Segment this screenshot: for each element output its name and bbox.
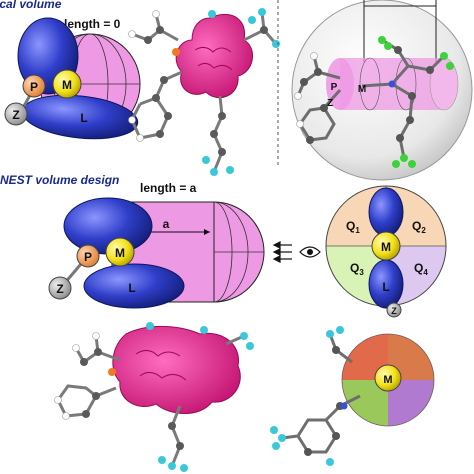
tr-p-label: P	[331, 82, 338, 93]
spherical-schematic: Spherical volume length = 0 Z P M L	[0, 0, 141, 140]
tr-m-label: M	[358, 84, 366, 95]
sphere-cylinder-molecule: P M Z	[291, 0, 473, 181]
q-z-label: Z	[391, 306, 397, 316]
arrow-left-icon	[272, 241, 292, 263]
m-label: M	[62, 78, 72, 92]
q-l-label: L	[382, 280, 389, 294]
q1-label: Q1	[346, 219, 360, 235]
q4-label: Q4	[414, 261, 428, 277]
q3-label: Q3	[350, 261, 364, 277]
nest-m-label: M	[115, 246, 125, 260]
view-direction	[272, 241, 321, 263]
p-atom	[22, 74, 46, 98]
q-m-label: M	[381, 240, 391, 254]
molecule-surface-top	[128, 8, 280, 176]
tr-z-label: Z	[327, 98, 333, 109]
distance-label: a	[163, 217, 170, 231]
metal-atom	[52, 69, 82, 99]
z-label: Z	[12, 108, 19, 122]
heading-spherical: Spherical volume	[0, 0, 62, 11]
nest-p-label: P	[84, 250, 92, 264]
length-label-nest: length = a	[140, 181, 197, 195]
nest-ligand-lower	[83, 263, 185, 309]
molecule-quadrant-sphere: M	[270, 326, 435, 466]
heading-nest: NEST volume design	[0, 173, 119, 187]
q2-label: Q2	[412, 219, 426, 235]
nest-metal-atom	[105, 237, 135, 267]
nest-schematic: NEST volume design length = a a Z P M L	[0, 173, 265, 309]
length-label-top: length = 0	[64, 17, 121, 31]
nest-l-label: L	[128, 281, 135, 295]
quadrant-disc: M L Z Q1 Q2 Q3 Q4	[325, 185, 447, 318]
nest-p-atom	[76, 244, 100, 268]
z-atom	[4, 102, 28, 126]
molecule-surface-bottom	[54, 322, 254, 472]
nest-z-label: Z	[56, 282, 63, 296]
nest-z-atom	[48, 276, 72, 300]
eye-icon	[299, 246, 321, 258]
p-label: P	[30, 80, 38, 94]
br-m-label: M	[383, 374, 392, 386]
l-label: L	[80, 111, 87, 125]
